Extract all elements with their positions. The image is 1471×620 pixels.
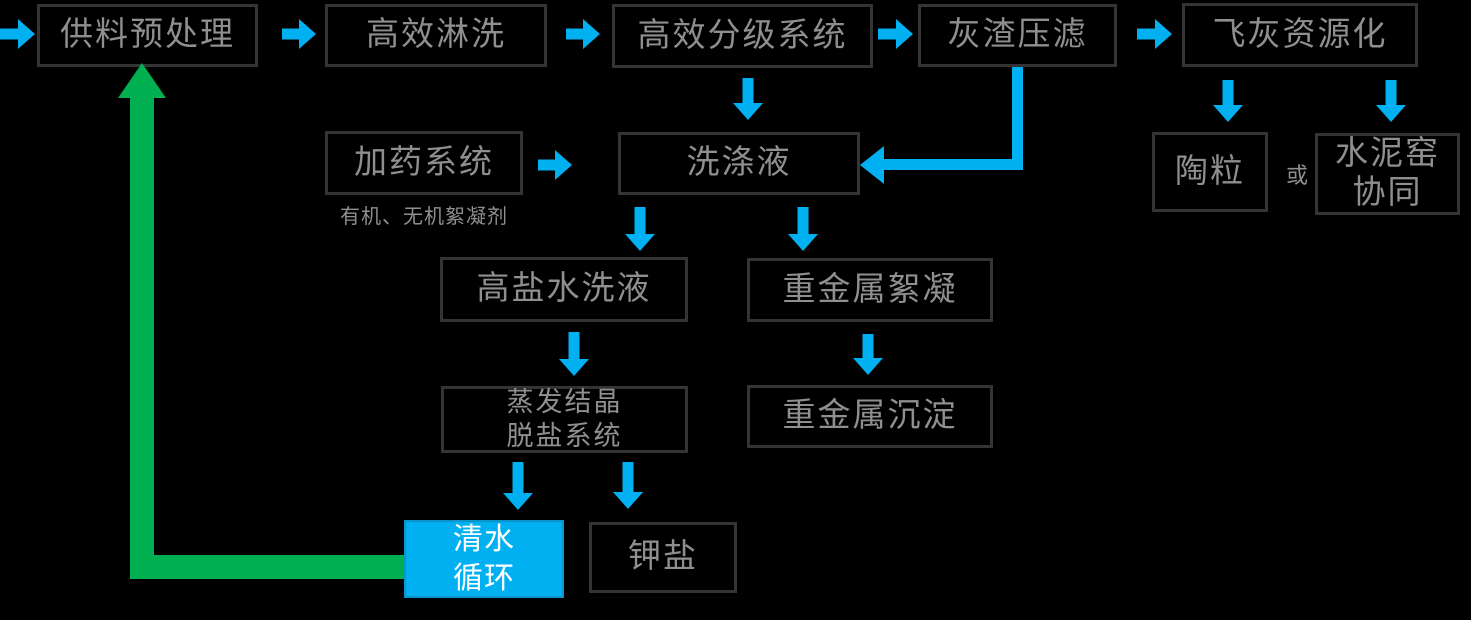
node-heavy-metal-flocculation: 重金属絮凝 <box>747 258 993 322</box>
recycle-arrow-head-icon <box>118 63 166 98</box>
arrow-washing-to-highsalt-icon <box>625 207 655 251</box>
arrow-flyash-to-ceramsite-icon <box>1213 80 1243 122</box>
arrow-highsalt-to-evaporation-icon <box>559 332 589 376</box>
node-washing-liquid: 洗涤液 <box>618 132 860 195</box>
node-rinsing: 高效淋洗 <box>325 4 547 67</box>
recycle-horizontal-segment <box>130 555 404 579</box>
node-clean-water-cycle: 清水 循环 <box>404 520 564 598</box>
node-ash-press-filter: 灰渣压滤 <box>918 4 1117 67</box>
node-heavy-metal-precipitation: 重金属沉淀 <box>747 385 993 448</box>
elbow-ashpress-vertical-segment <box>1012 67 1023 170</box>
arrow-classification-to-ashpress-icon <box>878 19 913 49</box>
recycle-vertical-segment <box>130 97 154 579</box>
arrow-input-to-feed-icon <box>0 19 35 49</box>
node-flyash-recycling: 飞灰资源化 <box>1182 3 1418 67</box>
arrow-dosing-to-washing-icon <box>538 150 572 180</box>
node-cement-kiln-coprocessing: 水泥窑 协同 <box>1315 133 1460 215</box>
arrow-flyash-to-cementkiln-icon <box>1376 80 1406 122</box>
node-potassium-salt: 钾盐 <box>589 522 737 593</box>
node-ceramsite: 陶粒 <box>1152 132 1268 212</box>
arrow-ashpress-to-flyash-icon <box>1137 19 1172 49</box>
arrow-rinsing-to-classification-icon <box>566 19 600 49</box>
arrow-evaporation-to-cleanwater-icon <box>503 462 533 510</box>
elbow-ashpress-horizontal-segment <box>884 159 1023 170</box>
arrow-ashpress-to-washing-head-icon <box>860 146 884 184</box>
node-feed-pretreatment: 供料预处理 <box>37 4 258 67</box>
node-high-salt-wash: 高盐水洗液 <box>440 257 688 322</box>
arrow-evaporation-to-potassium-icon <box>613 462 643 509</box>
dosing-system-caption: 有机、无机絮凝剂 <box>340 206 508 228</box>
arrow-washing-to-flocculation-icon <box>788 207 818 251</box>
arrow-feed-to-rinsing-icon <box>282 19 316 49</box>
or-connector-label: 或 <box>1286 163 1309 188</box>
arrow-classification-to-washing-icon <box>733 78 763 120</box>
node-dosing-system: 加药系统 <box>325 131 523 195</box>
arrow-flocculation-to-precipitation-icon <box>853 334 883 375</box>
node-evaporation-desalination: 蒸发结晶 脱盐系统 <box>441 386 688 453</box>
node-classification-system: 高效分级系统 <box>612 4 873 68</box>
